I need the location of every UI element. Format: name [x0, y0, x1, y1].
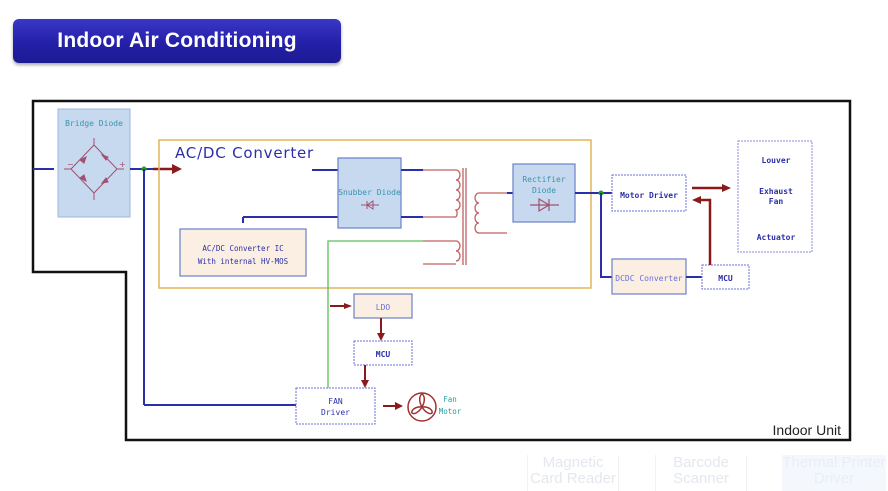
- footer-item-barcode-scanner: Barcode Scanner: [655, 455, 747, 491]
- motor-driver-block: [611, 174, 687, 212]
- plus-terminal: +: [119, 160, 126, 169]
- ldo-block: [353, 293, 413, 319]
- fan-motor-label-2: Motor: [439, 407, 462, 416]
- rectifier-diode-block: [512, 163, 576, 223]
- arrow-head-icon: [722, 184, 731, 192]
- aux-winding-wire: [327, 240, 423, 388]
- arrow-head-icon: [361, 380, 369, 388]
- motor-driver-label: Motor Driver: [620, 190, 678, 200]
- diode-icon: [530, 197, 559, 213]
- bridge-diode-icon: [64, 138, 124, 200]
- ldo-label: LDO: [376, 303, 391, 312]
- arrow-head-icon: [172, 164, 182, 174]
- footer-item-label: Scanner: [673, 470, 729, 487]
- dcdc-converter-block: [611, 258, 687, 295]
- fan-driver-block: [295, 387, 376, 425]
- converter-ic-block: [179, 228, 307, 277]
- load-fan: Fan: [769, 197, 784, 206]
- mcu-bottom-label: MCU: [376, 350, 391, 359]
- fan-driver-label-2: Driver: [321, 408, 350, 417]
- footer-item-label: Barcode: [673, 454, 729, 471]
- mcu-bottom-block: [353, 340, 413, 366]
- fan-motor-label-1: Fan: [443, 395, 457, 404]
- page-title: Indoor Air Conditioning: [13, 19, 341, 63]
- indoor-unit-label: Indoor Unit: [773, 422, 842, 438]
- arrow-head-icon: [344, 303, 352, 309]
- footer-item-card-reader: Magnetic Card Reader: [527, 455, 619, 491]
- fan-motor-icon: [407, 392, 437, 422]
- rectifier-label-2: Diode: [532, 186, 556, 195]
- footer-item-label: Thermal Printer: [782, 454, 886, 471]
- footer-item-label: Magnetic: [542, 454, 604, 471]
- rectifier-label-1: Rectifier: [522, 175, 566, 184]
- loads-block: [737, 140, 813, 253]
- mcu-right-label: MCU: [718, 274, 733, 283]
- indoor-unit-boundary: [31, 99, 852, 442]
- bridge-diode-block: Bridge Diode − +: [57, 108, 131, 218]
- converter-ic-label-1: AC/DC Converter IC: [202, 244, 283, 253]
- load-exhaust: Exhaust: [759, 187, 793, 196]
- footer-item-label: Card Reader: [530, 470, 616, 487]
- snubber-diode-label: Snubber Diode: [338, 188, 401, 197]
- footer-item-label: Driver: [814, 470, 854, 487]
- bridge-diode-label: Bridge Diode: [65, 119, 123, 128]
- load-actuator: Actuator: [757, 233, 796, 242]
- minus-terminal: −: [67, 160, 74, 169]
- footer-item-printer-driver: Thermal Printer Driver: [782, 455, 886, 491]
- transformer-icon: [423, 168, 507, 265]
- arrow-head-icon: [377, 333, 385, 341]
- arrow-head-icon: [395, 402, 403, 410]
- dcdc-converter-label: DCDC Converter: [615, 274, 683, 283]
- arrow-head-icon: [692, 196, 701, 204]
- fan-driver-label-1: FAN: [328, 397, 343, 406]
- diode-icon: [361, 200, 379, 210]
- acdc-converter-group: [158, 139, 592, 289]
- mcu-right-block: [701, 264, 750, 290]
- snubber-diode-block: [337, 157, 402, 229]
- converter-ic-label-2: With internal HV-MOS: [198, 257, 289, 266]
- load-louver: Louver: [762, 156, 791, 165]
- acdc-converter-label: AC/DC Converter: [175, 144, 314, 162]
